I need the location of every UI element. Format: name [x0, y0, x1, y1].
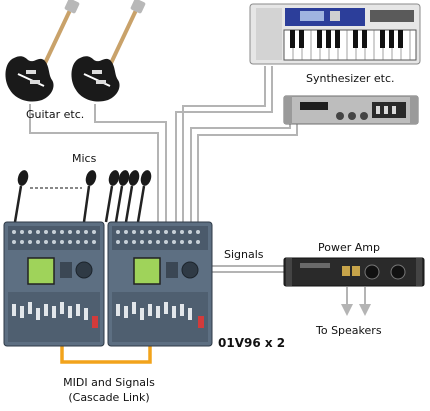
- power-amp-label: Power Amp: [318, 241, 380, 254]
- microphone-icon: [13, 170, 29, 223]
- guitar1-cable: [29, 104, 159, 222]
- microphone-icon: [124, 170, 140, 223]
- guitar-label: Guitar etc.: [26, 108, 85, 121]
- synthesizer-icon: [249, 3, 421, 65]
- cascade-label-line2: (Cascade Link): [68, 391, 150, 404]
- signals-label: Signals: [224, 248, 264, 261]
- guitar2-cable: [94, 104, 167, 222]
- effects-cable-1: [190, 112, 291, 222]
- rack-effects-icon: [283, 95, 419, 125]
- mixing-console-icon: [107, 221, 213, 347]
- power-amp-icon: [283, 257, 425, 287]
- guitar-icon: [5, 0, 80, 102]
- cascade-label-line1: MIDI and Signals: [63, 376, 155, 389]
- cascade-link-cable: [60, 346, 152, 364]
- guitar-icon: [71, 0, 146, 102]
- arrow-down-icon: [359, 287, 371, 316]
- microphone-icon: [104, 170, 120, 223]
- mixing-console-icon: [3, 221, 105, 347]
- synthesizer-label: Synthesizer etc.: [306, 72, 395, 85]
- microphone-icon: [82, 170, 97, 223]
- microphone-icon: [136, 170, 152, 223]
- console-model-label: 01V96 x 2: [218, 336, 286, 350]
- microphone-icon: [114, 170, 130, 223]
- arrow-down-icon: [341, 287, 353, 316]
- synth-cable-2: [182, 66, 266, 222]
- to-speakers-label: To Speakers: [316, 324, 382, 337]
- mics-label: Mics: [72, 152, 97, 165]
- synth-cable-1: [175, 66, 273, 222]
